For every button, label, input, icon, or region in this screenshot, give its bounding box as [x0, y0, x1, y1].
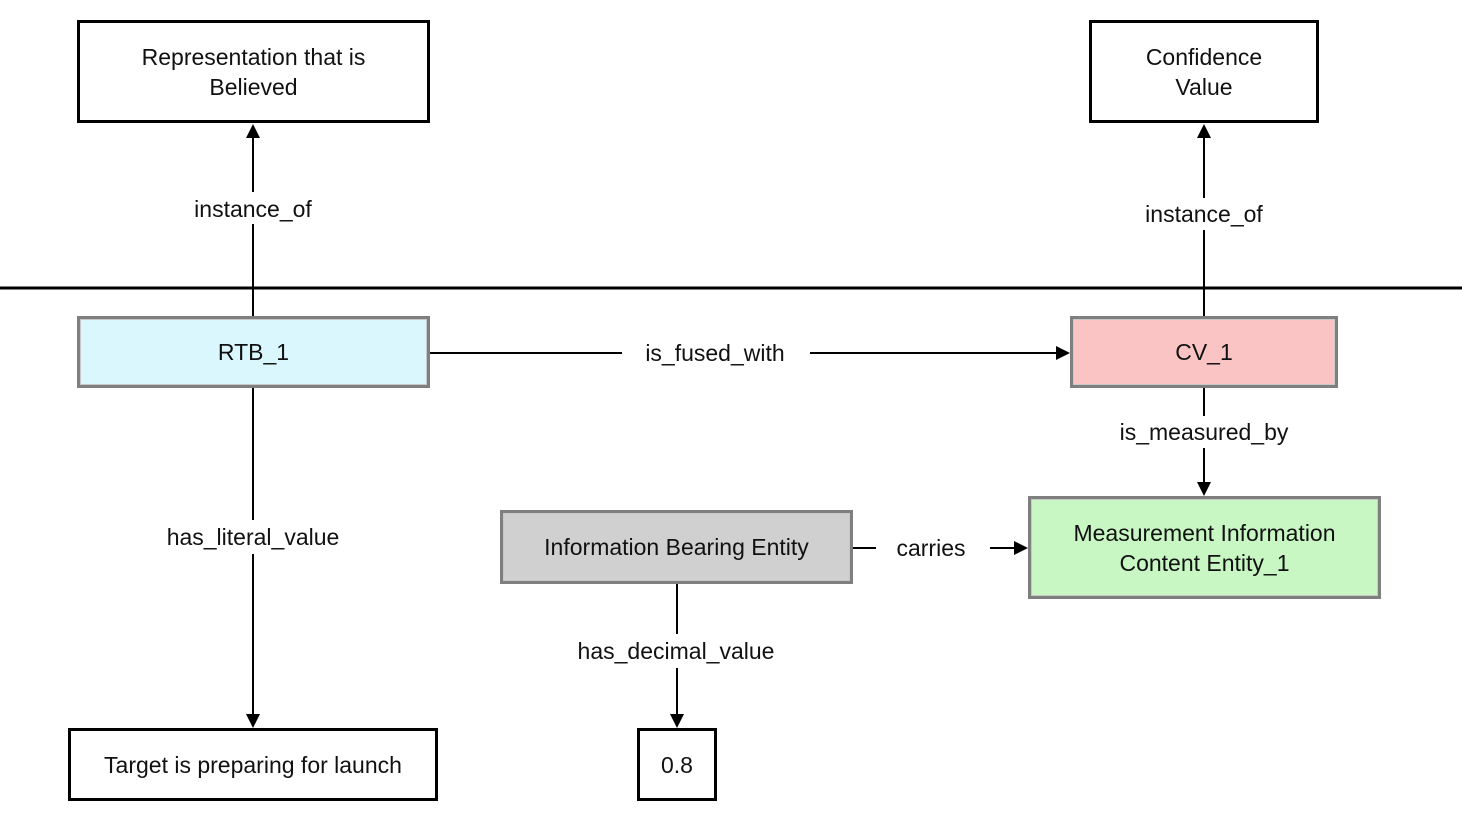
has-decimal-value-label: has_decimal_value — [578, 638, 775, 664]
rtb-instance-of-label: instance_of — [194, 196, 312, 222]
information-bearing-entity-node[interactable]: Information Bearing Entity — [500, 510, 853, 584]
rtb-instance-of-label-bg — [180, 192, 326, 224]
is-fused-with-label-bg — [622, 336, 810, 370]
target-literal-label: Target is preparing for launch — [104, 751, 402, 778]
cv-instance-of-label: instance_of — [1145, 201, 1263, 227]
rtb-1-node[interactable]: RTB_1 — [77, 316, 430, 388]
cv-1-node[interactable]: CV_1 — [1070, 316, 1338, 388]
information-bearing-entity-label: Information Bearing Entity — [544, 534, 809, 560]
carries-label: carries — [896, 535, 965, 561]
confidence-value-label: Confidence Value — [1145, 43, 1263, 100]
has-decimal-value-label-bg — [562, 634, 792, 668]
measurement-information-content-entity-1-label: Measurement Information Content Entity_1 — [1073, 519, 1336, 576]
is-measured-by-label-bg — [1106, 416, 1302, 448]
rtb-1-label: RTB_1 — [217, 339, 290, 365]
is-measured-by-label: is_measured_by — [1120, 419, 1289, 445]
decimal-literal-node[interactable]: 0.8 — [637, 728, 717, 801]
representation-that-is-believed-label: Representation that is Believed — [141, 43, 366, 100]
has-literal-value-label-bg — [152, 520, 354, 554]
cv-1-label: CV_1 — [1175, 339, 1233, 365]
confidence-value-node[interactable]: Confidence Value — [1089, 20, 1319, 123]
measurement-information-content-entity-1-node[interactable]: Measurement Information Content Entity_1 — [1028, 496, 1381, 599]
carries-label-bg — [876, 531, 990, 565]
is-fused-with-label: is_fused_with — [645, 340, 784, 366]
representation-that-is-believed-node[interactable]: Representation that is Believed — [77, 20, 430, 123]
decimal-literal-label: 0.8 — [661, 751, 693, 778]
has-literal-value-label: has_literal_value — [167, 524, 340, 550]
target-literal-node[interactable]: Target is preparing for launch — [68, 728, 438, 801]
cv-instance-of-label-bg — [1131, 198, 1277, 230]
